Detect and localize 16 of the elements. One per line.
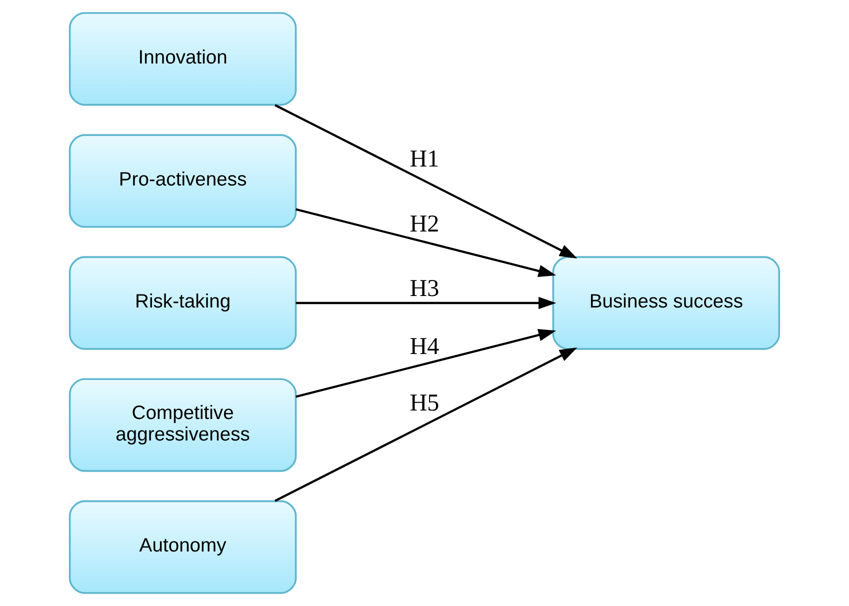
node-box: Autonomy bbox=[68, 500, 297, 594]
edge-label: H2 bbox=[410, 210, 440, 238]
edge-label: H5 bbox=[410, 390, 440, 417]
arrow bbox=[296, 328, 556, 398]
node-box: Competitive aggressiveness bbox=[68, 378, 297, 472]
node-box: Business success bbox=[552, 256, 780, 350]
arrow bbox=[274, 104, 578, 258]
arrow bbox=[296, 296, 556, 310]
node-box: Risk-taking bbox=[68, 256, 297, 350]
edge-label: H4 bbox=[410, 332, 440, 360]
arrow bbox=[274, 348, 578, 502]
arrow bbox=[296, 208, 556, 278]
node-box: Pro-activeness bbox=[68, 134, 297, 228]
node-box: Innovation bbox=[68, 12, 297, 106]
edge-label: H1 bbox=[410, 145, 440, 172]
edge-label: H3 bbox=[410, 274, 440, 302]
